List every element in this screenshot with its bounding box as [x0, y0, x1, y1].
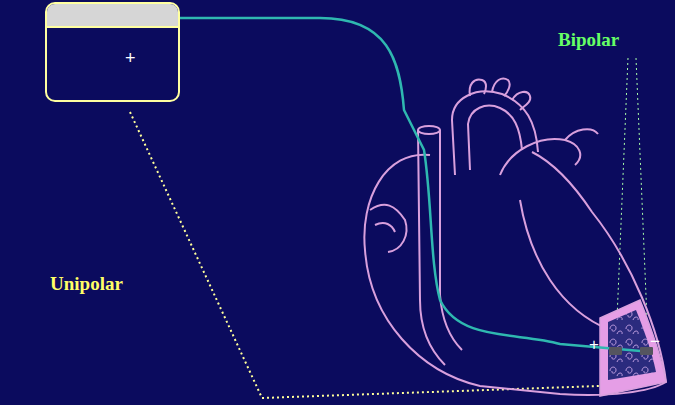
myocardium-inner — [608, 310, 656, 380]
polarity-sign: − — [650, 333, 660, 352]
pacemaker-can: + — [45, 2, 180, 102]
ring-electrode — [609, 347, 622, 355]
polarity-sign: + — [125, 48, 136, 69]
pacing-lead — [178, 18, 652, 352]
myocardium — [600, 300, 666, 396]
can-header — [47, 4, 178, 28]
mode-label: Unipolar — [50, 274, 123, 295]
leader-line — [616, 58, 628, 343]
unipolar-path — [130, 112, 655, 398]
mode-label: Bipolar — [558, 30, 619, 51]
polarity-sign: + — [589, 336, 599, 355]
heart-outline — [364, 79, 666, 395]
muscle-fibers — [608, 310, 656, 380]
